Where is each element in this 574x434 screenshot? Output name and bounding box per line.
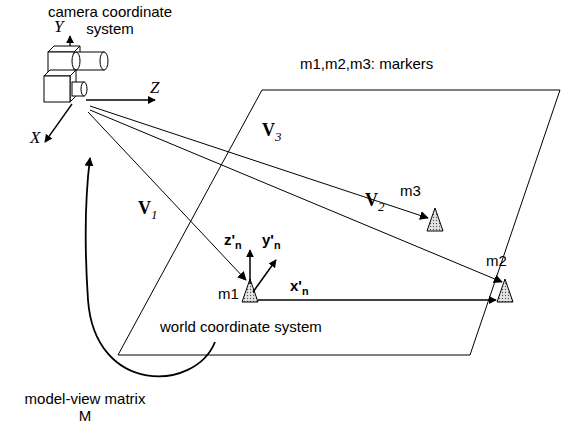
marker-label: m3 <box>400 182 421 199</box>
transform-label: model-view matrix M <box>20 390 150 425</box>
axis-label: z'n <box>224 231 242 251</box>
marker-label: m1 <box>218 285 239 302</box>
axis-label: y'n <box>262 231 281 251</box>
marker-label: m2 <box>486 252 507 269</box>
marker-cone <box>497 279 513 302</box>
y-axis-world <box>253 260 276 292</box>
camera-icon <box>44 46 108 102</box>
z-axis-world <box>249 250 251 284</box>
axis-label: x'n <box>290 277 309 297</box>
system-label: world coordinate system <box>160 318 322 335</box>
axis-label: Y <box>54 17 63 37</box>
transform-arrow <box>86 158 215 376</box>
axis-label: X <box>30 128 40 148</box>
x-axis <box>45 104 72 142</box>
axis-label: Z <box>150 78 159 98</box>
vector-v2 <box>90 110 502 282</box>
z-axis <box>86 99 155 100</box>
vector-v1 <box>88 112 246 280</box>
vector-label: V2 <box>365 190 384 214</box>
vector-label: V1 <box>138 198 157 222</box>
ground-plane <box>118 90 560 355</box>
marker-cone <box>427 208 443 231</box>
x-axis-world <box>258 299 496 301</box>
vector-label: V3 <box>262 120 281 144</box>
vector-v3 <box>90 106 428 218</box>
legend-note: m1,m2,m3: markers <box>300 55 433 72</box>
